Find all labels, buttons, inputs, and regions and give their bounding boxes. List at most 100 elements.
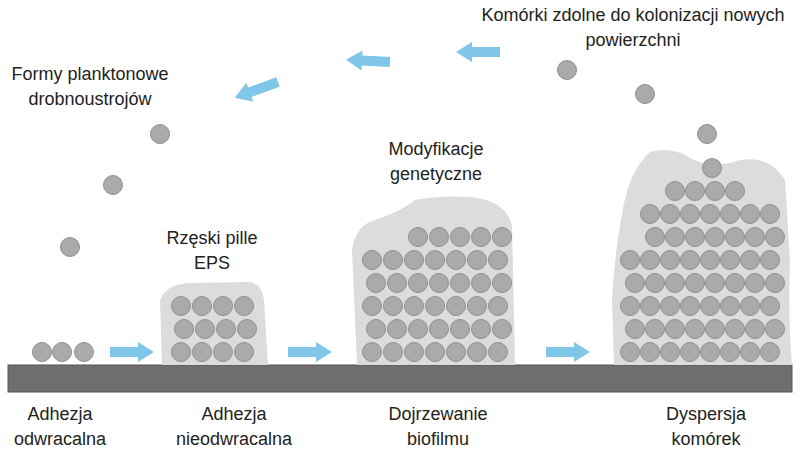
cell xyxy=(741,251,760,270)
cell xyxy=(196,320,215,339)
cell xyxy=(706,182,725,201)
cell xyxy=(721,251,740,270)
cell xyxy=(701,205,720,224)
cell xyxy=(104,176,123,195)
cell xyxy=(405,343,424,362)
cell xyxy=(451,320,470,339)
cell xyxy=(646,274,665,293)
cell xyxy=(558,61,577,80)
cell xyxy=(681,205,700,224)
arrows xyxy=(110,42,590,362)
cell xyxy=(686,320,705,339)
cell xyxy=(703,159,722,178)
stage-name: Adhezja odwracalna xyxy=(2,402,118,452)
cell xyxy=(426,297,445,316)
cell xyxy=(621,297,640,316)
cell xyxy=(641,205,660,224)
cell xyxy=(363,297,382,316)
cell xyxy=(666,274,685,293)
cell xyxy=(621,343,640,362)
cell xyxy=(409,228,428,247)
cell xyxy=(666,182,685,201)
cell xyxy=(761,251,780,270)
cell xyxy=(430,320,449,339)
cell xyxy=(626,274,645,293)
flow-arrow xyxy=(231,73,281,108)
cell xyxy=(388,274,407,293)
cell xyxy=(681,251,700,270)
cell xyxy=(367,320,386,339)
cell xyxy=(388,320,407,339)
cell xyxy=(706,228,725,247)
cell xyxy=(430,228,449,247)
cell xyxy=(75,343,94,362)
cell xyxy=(741,297,760,316)
cell xyxy=(681,343,700,362)
cell xyxy=(646,320,665,339)
cell xyxy=(701,251,720,270)
cell xyxy=(468,251,487,270)
cell xyxy=(172,297,191,316)
cell xyxy=(726,274,745,293)
cell xyxy=(641,297,660,316)
cell xyxy=(472,228,491,247)
cell xyxy=(426,251,445,270)
cell xyxy=(53,343,72,362)
cell xyxy=(621,251,640,270)
mature-biofilm xyxy=(352,196,515,365)
cell xyxy=(698,125,717,144)
cell xyxy=(766,320,785,339)
cell xyxy=(493,274,512,293)
cell xyxy=(367,274,386,293)
cell xyxy=(451,228,470,247)
cell xyxy=(661,251,680,270)
cell xyxy=(217,320,236,339)
flow-arrow xyxy=(346,50,391,72)
cell xyxy=(761,205,780,224)
cell xyxy=(746,320,765,339)
cell xyxy=(761,343,780,362)
cell xyxy=(493,320,512,339)
cell xyxy=(409,274,428,293)
flow-arrow xyxy=(546,342,590,362)
cell xyxy=(641,343,660,362)
feature-label: Modyfikacje genetyczne xyxy=(366,137,506,187)
flow-arrow xyxy=(288,342,332,362)
cell xyxy=(175,320,194,339)
cell xyxy=(472,274,491,293)
stage-name: Dojrzewanie biofilmu xyxy=(363,402,513,452)
cell xyxy=(235,297,254,316)
cell xyxy=(726,320,745,339)
cell xyxy=(193,343,212,362)
cell xyxy=(472,320,491,339)
stage-note: Komórki zdolne do kolonizacji nowych pow… xyxy=(473,3,793,53)
cell xyxy=(661,343,680,362)
cell xyxy=(151,125,170,144)
cell xyxy=(641,251,660,270)
cell xyxy=(746,228,765,247)
cell xyxy=(489,251,508,270)
cell xyxy=(666,320,685,339)
cell xyxy=(451,274,470,293)
cell xyxy=(686,274,705,293)
cell xyxy=(489,297,508,316)
cell xyxy=(706,320,725,339)
cell xyxy=(661,297,680,316)
surface xyxy=(8,365,792,392)
cell xyxy=(766,274,785,293)
cell xyxy=(384,297,403,316)
cell xyxy=(726,228,745,247)
cell xyxy=(661,205,680,224)
dispersing-biofilm xyxy=(612,150,792,365)
cell xyxy=(447,297,466,316)
cell xyxy=(405,297,424,316)
cell xyxy=(489,343,508,362)
stage-name: Dyspersja komórek xyxy=(631,402,781,452)
cell xyxy=(706,274,725,293)
cell xyxy=(235,343,254,362)
cell xyxy=(741,205,760,224)
cell xyxy=(363,251,382,270)
small-biofilm xyxy=(160,282,268,365)
cell xyxy=(741,343,760,362)
